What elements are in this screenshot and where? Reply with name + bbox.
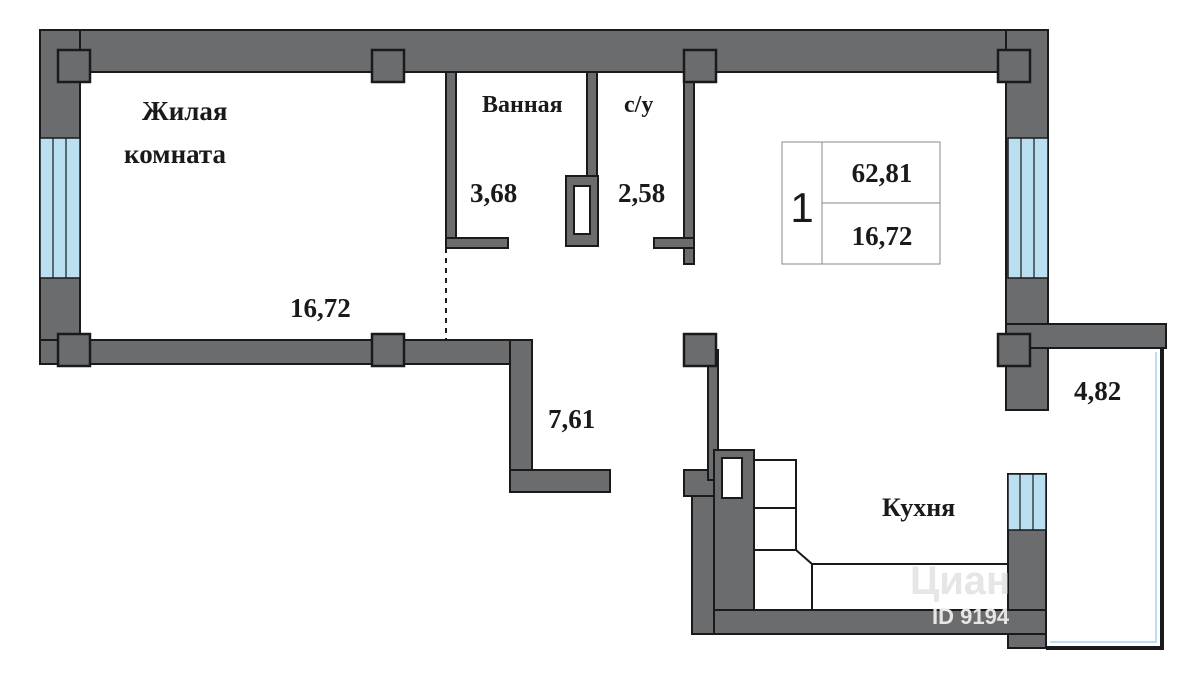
counter-cabinet: [753, 507, 797, 551]
balcony-railing: [1046, 348, 1164, 650]
living-room-area: 16,72: [290, 293, 351, 323]
svg-text:ID 9194: ID 9194: [932, 604, 1010, 629]
wc-area: 2,58: [618, 178, 665, 208]
balcony: [1046, 348, 1164, 650]
window-living: [39, 137, 81, 279]
bathroom-title: Ванная: [482, 92, 563, 118]
windows: [39, 137, 1049, 531]
kitchen-title: Кухня: [882, 493, 955, 522]
living-room-title: Жилая: [142, 96, 228, 126]
wall-top: [39, 29, 1049, 73]
columns: [56, 48, 1032, 368]
watermark: Циан ID 9194: [910, 559, 1010, 629]
counter-corner: [753, 549, 813, 611]
living-room-title-line2: комната: [124, 139, 227, 169]
walls: [39, 29, 1167, 649]
summary-living-area: 16,72: [852, 221, 913, 251]
column: [370, 48, 406, 84]
stove-burner: [721, 457, 743, 499]
wall-bath-wc-divider: [586, 71, 598, 177]
window-kitchen-upper: [1007, 137, 1049, 279]
column: [56, 48, 92, 84]
wall-wc-right: [683, 71, 695, 265]
wc-title: с/у: [624, 92, 653, 118]
column: [56, 332, 92, 368]
room-labels: Жилая комната 16,72 Ванная 3,68 с/у 2,58…: [124, 92, 1121, 522]
wall-bath-left: [445, 71, 457, 249]
wall-wc-right-foot: [653, 237, 695, 249]
hall-area: 7,61: [548, 404, 595, 434]
bathroom-area: 3,68: [470, 178, 517, 208]
wall-living-bottom: [39, 339, 533, 365]
wall-hall-bottom: [509, 469, 611, 493]
column: [996, 48, 1032, 84]
counter-cabinet: [753, 459, 797, 509]
counter-long: [811, 563, 1009, 611]
column: [682, 332, 718, 368]
wall-bath-left-foot: [445, 237, 509, 249]
toilet-fixture: [565, 175, 599, 247]
wall-kitchen-bottom: [691, 609, 1047, 635]
svg-text:Циан: Циан: [910, 559, 1010, 603]
column: [682, 48, 718, 84]
column: [996, 332, 1032, 368]
column: [370, 332, 406, 368]
kitchen-set: [713, 449, 1009, 611]
balcony-area: 4,82: [1074, 376, 1121, 406]
summary-box: 1 62,81 16,72: [781, 141, 941, 265]
rooms-count: 1: [790, 184, 813, 231]
window-kitchen-lower: [1007, 473, 1047, 531]
total-area: 62,81: [852, 158, 913, 188]
